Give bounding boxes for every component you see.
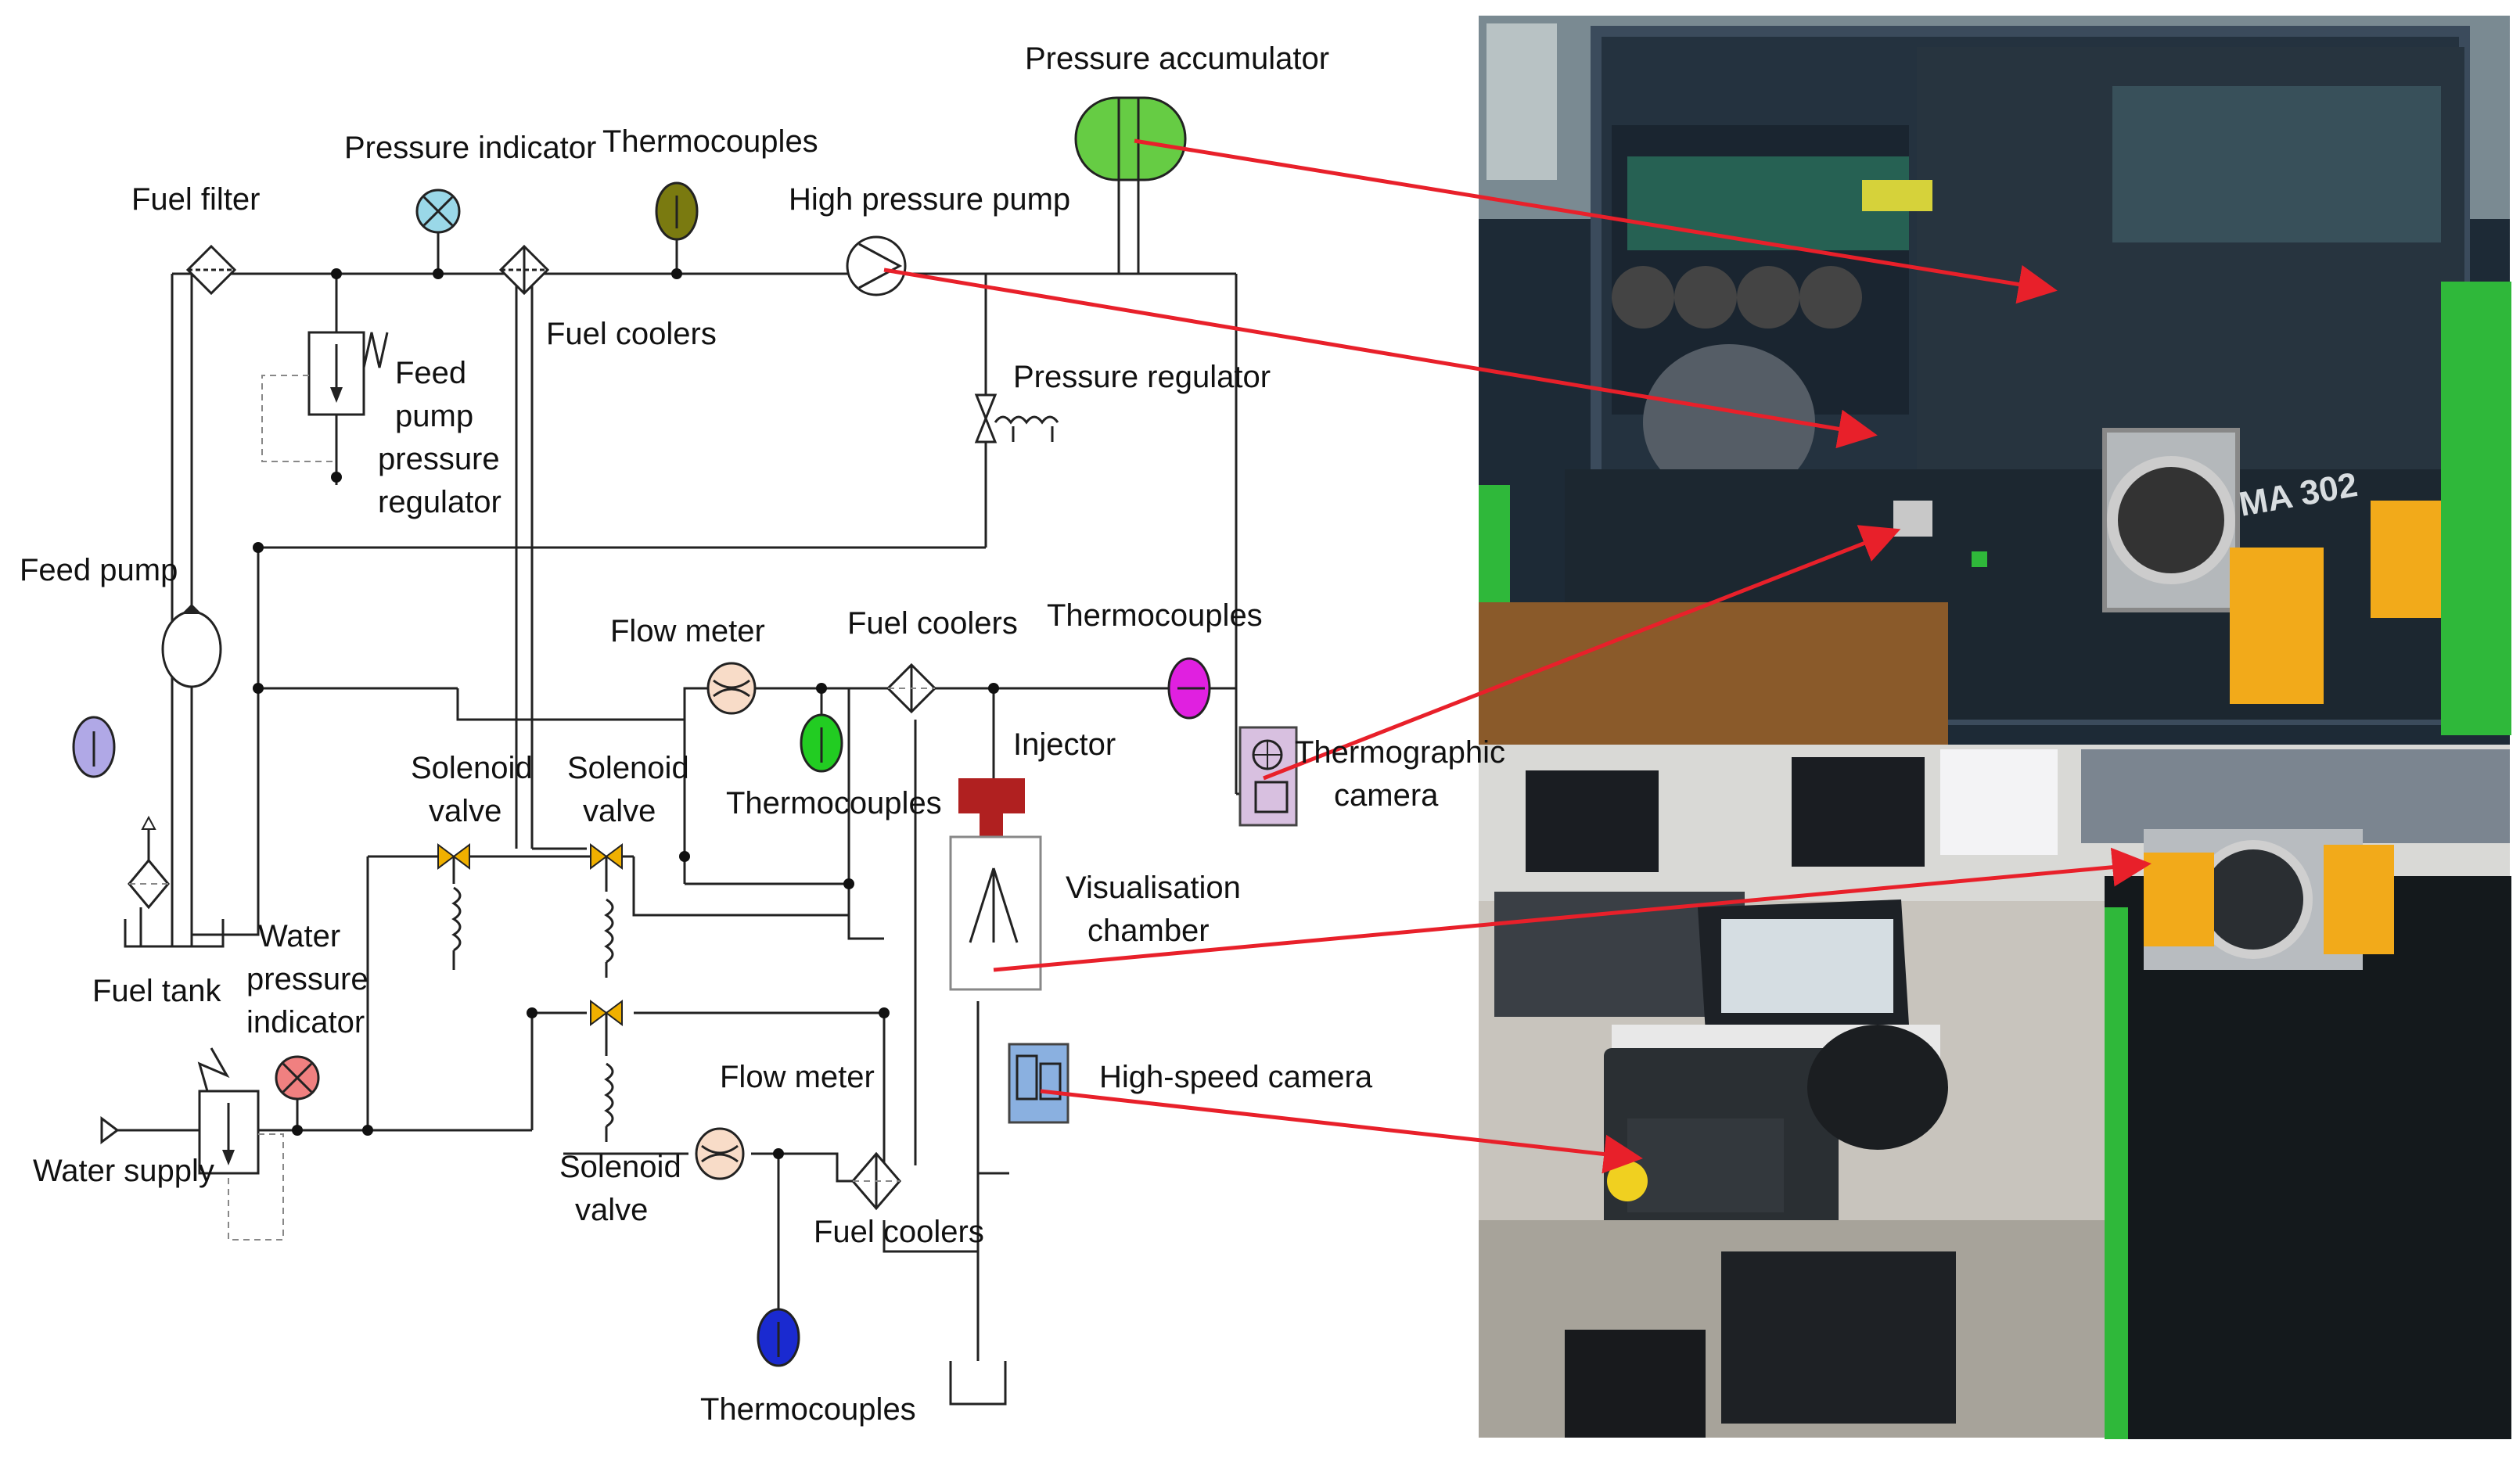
thermocouple-top-symbol [655,181,699,270]
label-feed-pump-regulator-4: regulator [378,485,501,519]
callout-arrows [883,138,2152,1174]
label-fuel-filter: Fuel filter [131,182,261,217]
flow-meter-low-symbol [695,1127,745,1180]
photo-camera-setup [1479,745,2511,1439]
fuel-coolers-top-symbol [498,244,550,296]
photo-test-bench: MA 302 [1479,16,2511,745]
fuel-coolers-low-symbol [851,1151,901,1211]
label-water-pressure-indicator-2: pressure [246,962,368,996]
water-pressure-regulator-symbol [100,1047,284,1241]
pressure-regulator-symbol [974,393,1059,443]
label-solenoid-valve-1a: Solenoid [411,751,533,785]
fuel-tank-symbol [124,815,225,948]
feed-pump-symbol [161,274,222,935]
label-pressure-accumulator: Pressure accumulator [1025,41,1329,76]
label-fuel-coolers-mid: Fuel coolers [847,606,1018,641]
label-water-pressure-indicator-3: indicator [246,1005,365,1040]
label-pressure-indicator: Pressure indicator [344,131,596,165]
thermocouple-green-symbol [800,713,843,773]
thermocouple-magenta-symbol [1167,657,1211,720]
label-thermocouples-mid: Thermocouples [726,786,942,820]
label-fuel-coolers-top: Fuel coolers [546,317,717,351]
label-visualisation-chamber-2: chamber [1087,914,1210,948]
label-high-pressure-pump: High pressure pump [789,182,1070,217]
label-feed-pump: Feed pump [20,553,178,587]
fuel-filter-symbol [185,244,237,296]
label-solenoid-valve-3b: valve [575,1193,648,1227]
label-solenoid-valve-1b: valve [429,794,501,828]
feed-pump-pressure-regulator-symbol [261,331,389,462]
solenoid-valve-3-symbol [590,1000,623,1142]
label-injector: Injector [1013,727,1116,762]
high-speed-camera-symbol [978,1043,1069,1175]
label-pressure-regulator: Pressure regulator [1013,360,1271,394]
label-water-supply: Water supply [33,1154,214,1188]
label-visualisation-chamber-1: Visualisation [1066,871,1241,905]
label-solenoid-valve-3a: Solenoid [559,1150,681,1184]
label-thermocouples-right: Thermocouples [1047,598,1263,633]
label-solenoid-valve-2b: valve [583,794,656,828]
label-flow-meter-low: Flow meter [720,1060,875,1094]
solenoid-valve-1-symbol [437,843,470,970]
pipe-network [117,258,1271,1406]
thermocouple-fuel-tank-symbol [72,716,116,778]
label-thermocouples-top: Thermocouples [602,124,818,159]
fuel-coolers-mid-symbol [886,662,937,714]
flow-meter-mid-symbol [706,662,757,715]
thermocouple-blue-symbol [757,1308,800,1367]
label-feed-pump-regulator-3: pressure [378,442,500,476]
label-fuel-coolers-low: Fuel coolers [814,1215,984,1249]
visualisation-chamber-symbol [949,835,1042,991]
label-high-speed-camera: High-speed camera [1099,1060,1373,1094]
label-thermocouples-bottom: Thermocouples [700,1392,916,1427]
labels: Pressure accumulator Pressure indicator … [20,41,1505,1427]
label-flow-meter-mid: Flow meter [610,614,765,648]
label-thermographic-camera-2: camera [1334,778,1439,813]
label-fuel-tank: Fuel tank [92,974,222,1008]
label-thermographic-camera-1: Thermographic [1295,735,1505,770]
label-solenoid-valve-2a: Solenoid [567,751,689,785]
label-feed-pump-regulator-1: Feed [395,356,466,390]
pressure-indicator-symbol [415,189,461,274]
pressure-accumulator-symbol [1074,96,1187,274]
label-water-pressure-indicator-1: Water [258,919,340,953]
label-feed-pump-regulator-2: pump [395,399,473,433]
high-pressure-pump-symbol [846,235,907,296]
junction-dots [253,268,999,1159]
water-pressure-indicator-symbol [275,1055,320,1130]
solenoid-valve-2-symbol [590,843,623,978]
